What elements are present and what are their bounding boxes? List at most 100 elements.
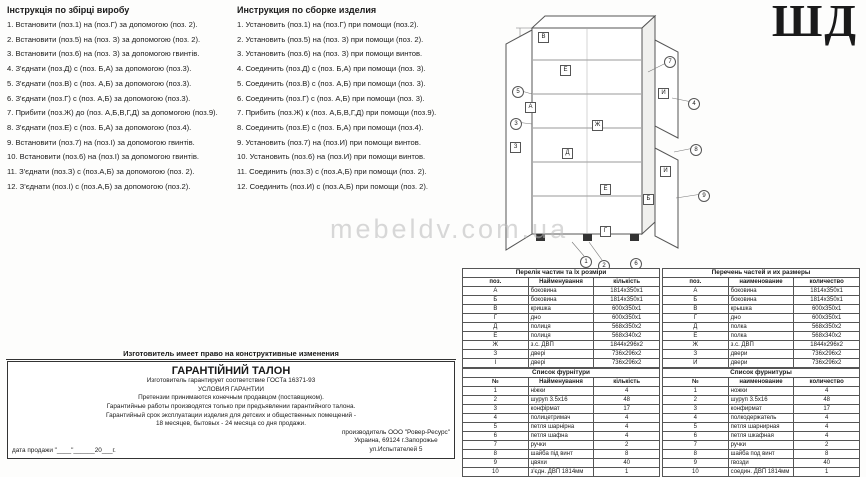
part-size: 736х296х2 xyxy=(593,349,660,359)
part-size: 1814х350х1 xyxy=(593,295,660,305)
table-row: 1 ножки 4 xyxy=(662,386,860,396)
tables-ru: Перечень частей и их размеры поз. наимен… xyxy=(662,268,860,477)
manufacturer-note: Изготовитель имеет право на конструктивн… xyxy=(6,349,456,360)
part-pos: З xyxy=(462,349,529,359)
model-label: ШД xyxy=(771,0,858,46)
hw-name: цвяхи xyxy=(527,458,595,468)
part-name: полка xyxy=(727,331,795,341)
table-row: Ж з.с. ДВП 1844х296х2 xyxy=(462,340,660,350)
hw-name: ніжки xyxy=(527,386,595,396)
table-row: З двері 736х296х2 xyxy=(462,349,660,359)
warranty-line: Изготовитель гарантирует соответствие ГО… xyxy=(146,377,316,384)
part-name: боковина xyxy=(527,286,595,296)
instruction-step: 11. Соединить (поз.З) с (поз.А,Б) при по… xyxy=(237,167,427,177)
table-row: 7 ручки 2 xyxy=(662,440,860,450)
part-pos: І xyxy=(462,358,529,368)
col-header: количество xyxy=(793,377,860,387)
part-name: полка xyxy=(727,322,795,332)
part-name: боковина xyxy=(727,295,795,305)
hw-num: 5 xyxy=(662,422,729,432)
hw-qty: 4 xyxy=(793,422,860,432)
table-row: 7 ручки 2 xyxy=(462,440,660,450)
part-name: двері xyxy=(527,349,595,359)
hw-qty: 17 xyxy=(793,404,860,414)
instruction-step: 5. З'єднати (поз.В) с (поз. А,Б) за допо… xyxy=(7,78,192,88)
hw-qty: 2 xyxy=(593,440,660,450)
instruction-step: 10. Встановити (поз.6) на (поз.І) за доп… xyxy=(7,152,199,162)
hw-num: 3 xyxy=(662,404,729,414)
instruction-step: 7. Прибити (поз.Ж) до (поз. А,Б,В,Г,Д) з… xyxy=(7,108,218,118)
part-size: 600х350х1 xyxy=(593,313,660,323)
producer-address-line: производитель ООО "Ровер-Ресурс" xyxy=(341,429,450,437)
part-letter-label: Д xyxy=(562,148,573,159)
part-size: 736х296х2 xyxy=(793,349,860,359)
table-row: Д полиця 568х350х2 xyxy=(462,322,660,332)
table-row: Ж з.с. ДВП 1844х296х2 xyxy=(662,340,860,350)
part-size: 600х350х1 xyxy=(793,313,860,323)
watermark: mebeldv.com.ua xyxy=(330,214,569,244)
hardware-table-ua-header: № Найменування кількість xyxy=(462,377,660,387)
callout-number: 7 xyxy=(664,56,676,68)
hw-qty: 4 xyxy=(793,386,860,396)
part-letter-label: Ж xyxy=(592,120,603,131)
hw-num: 5 xyxy=(462,422,529,432)
part-pos: Е xyxy=(662,331,729,341)
hw-qty: 1 xyxy=(593,467,660,477)
hw-num: 7 xyxy=(462,440,529,450)
table-row: В крышка 600х350х1 xyxy=(662,304,860,314)
instructions-title-ua: Інструкція по збірці виробу xyxy=(7,5,130,15)
instruction-step: 5. Соединить (поз.В) с (поз. А,Б) при по… xyxy=(237,78,426,88)
col-header: № xyxy=(662,377,729,387)
hw-num: 2 xyxy=(662,395,729,405)
table-row: 2 шуруп 3.5х16 48 xyxy=(462,395,660,405)
col-header: наименование xyxy=(727,277,795,287)
callout-number: 9 xyxy=(698,190,710,202)
part-pos: Д xyxy=(662,322,729,332)
instruction-step: 4. Соединить (поз.Д) с (поз. Б,А) при по… xyxy=(237,64,426,74)
hw-name: петля шарнирная xyxy=(727,422,795,432)
hw-num: 10 xyxy=(662,467,729,477)
instructions-title-ru: Инструкция по сборке изделия xyxy=(237,5,377,15)
warranty-card: ГАРАНТІЙНИЙ ТАЛОН Изготовитель гарантиру… xyxy=(7,361,455,459)
hw-num: 1 xyxy=(662,386,729,396)
instruction-step: 12. З'єднати (поз.І) с (поз.А,Б) за допо… xyxy=(7,181,191,191)
part-letter-label: Г xyxy=(600,226,611,237)
instruction-step: 9. Установить (поз.7) на (поз.И) при пом… xyxy=(237,137,421,147)
instruction-step: 2. Встановити (поз.5) на (поз. З) за доп… xyxy=(7,34,201,44)
hw-name: петля шафна xyxy=(527,431,595,441)
hw-qty: 8 xyxy=(593,449,660,459)
part-size: 736х296х2 xyxy=(593,358,660,368)
hw-qty: 40 xyxy=(593,458,660,468)
producer-address: производитель ООО "Ровер-Ресурс" Украина… xyxy=(342,429,450,454)
producer-address-line: ул.Испытателей 5 xyxy=(369,445,423,453)
col-header: Найменування xyxy=(527,277,595,287)
part-name: з.с. ДВП xyxy=(727,340,795,350)
producer-address-line: Украина, 69124 г.Запорожье xyxy=(354,437,438,445)
parts-table-ua-header: поз. Найменування кількість xyxy=(462,277,660,287)
part-pos: А xyxy=(662,286,729,296)
col-header: кількість xyxy=(593,377,660,387)
part-pos: Б xyxy=(462,295,529,305)
hw-name: соедин. ДВП 1814мм xyxy=(727,467,795,477)
instruction-step: 11. З'єднати (поз.З) с (поз.А,Б) за допо… xyxy=(7,167,195,177)
instruction-step: 2. Установить (поз.5) на (поз. З) при по… xyxy=(237,34,424,44)
part-name: кришка xyxy=(527,304,595,314)
hw-num: 3 xyxy=(462,404,529,414)
part-name: дно xyxy=(527,313,595,323)
part-letter-label: В xyxy=(538,32,549,43)
part-size: 568х350х2 xyxy=(793,322,860,332)
table-row: 3 конфирмат 17 xyxy=(662,404,860,414)
part-pos: Г xyxy=(662,313,729,323)
part-letter-label: Е xyxy=(560,65,571,76)
hardware-table-ru-title: Список фурнитуры xyxy=(662,368,860,378)
hw-qty: 4 xyxy=(593,431,660,441)
table-row: З двери 736х296х2 xyxy=(662,349,860,359)
table-row: Е полиця 568х340х2 xyxy=(462,331,660,341)
hw-qty: 1 xyxy=(793,467,860,477)
part-size: 1814х350х1 xyxy=(593,286,660,296)
hw-qty: 48 xyxy=(593,395,660,405)
hw-qty: 17 xyxy=(593,404,660,414)
hw-qty: 4 xyxy=(593,413,660,423)
